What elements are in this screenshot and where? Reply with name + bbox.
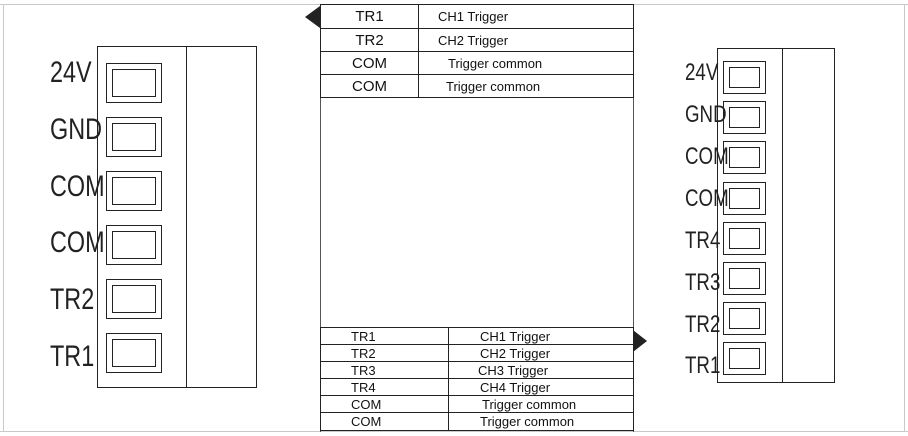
table-desc-cell: Trigger common — [448, 412, 634, 431]
table-row: TR2 CH2 Trigger — [320, 344, 634, 362]
table-desc-cell: Trigger common — [418, 51, 634, 75]
left-terminal-slot — [106, 117, 162, 157]
top-table-arrow-icon — [305, 6, 320, 28]
table-row: COM Trigger common — [320, 395, 634, 413]
right-terminal-slot — [723, 101, 766, 134]
table-row: TR3 CH3 Trigger — [320, 361, 634, 379]
right-pin-label: 24V — [685, 59, 719, 86]
table-row: TR1 CH1 Trigger — [320, 327, 634, 345]
table-pin-cell: TR2 — [320, 28, 419, 52]
left-terminal-slot — [106, 333, 162, 373]
left-pin-label: TR1 — [50, 340, 95, 373]
right-pin-label: GND — [685, 101, 727, 128]
table-desc-cell: CH1 Trigger — [448, 327, 634, 345]
bottom-table-arrow-icon — [633, 330, 647, 352]
left-terminal-slot — [106, 279, 162, 319]
table-pin-cell: COM — [320, 51, 419, 75]
table-row: TR2 CH2 Trigger — [320, 28, 634, 52]
right-pin-label: TR1 — [685, 352, 721, 379]
table-row: TR1 CH1 Trigger — [320, 4, 634, 29]
right-terminal-slot — [723, 302, 766, 335]
right-pin-label: COM — [685, 143, 729, 170]
right-terminal-slot — [723, 262, 766, 295]
right-pin-label: COM — [685, 185, 729, 212]
table-desc-cell: CH2 Trigger — [448, 344, 634, 362]
table-row: COM Trigger common — [320, 412, 634, 431]
right-terminal-slot — [723, 222, 766, 255]
frame-right-line — [904, 4, 905, 432]
table-row: COM Trigger common — [320, 74, 634, 98]
right-terminal-slot — [723, 61, 766, 94]
table-desc-cell: CH3 Trigger — [448, 361, 634, 379]
right-terminal-slot — [723, 141, 766, 174]
table-desc-cell: CH1 Trigger — [418, 4, 634, 29]
left-terminal-slot — [106, 63, 162, 103]
left-terminal-slot — [106, 171, 162, 211]
center-panel-left-edge — [320, 4, 321, 432]
left-pin-label: COM — [50, 226, 105, 259]
table-row: TR4 CH4 Trigger — [320, 378, 634, 396]
top-signal-table: TR1 CH1 Trigger TR2 CH2 Trigger COM Trig… — [320, 4, 634, 98]
table-pin-cell: TR1 — [320, 327, 449, 345]
table-desc-cell: Trigger common — [418, 74, 634, 98]
table-desc-cell: CH4 Trigger — [448, 378, 634, 396]
right-pin-label: TR4 — [685, 227, 721, 254]
table-pin-cell: COM — [320, 395, 449, 413]
left-connector-divider — [186, 47, 187, 387]
center-panel-right-edge — [633, 4, 634, 432]
table-pin-cell: TR4 — [320, 378, 449, 396]
left-pin-label: 24V — [50, 56, 92, 89]
right-terminal-slot — [723, 342, 766, 375]
right-pin-label: TR2 — [685, 311, 721, 338]
right-terminal-slot — [723, 182, 766, 215]
table-pin-cell: TR2 — [320, 344, 449, 362]
frame-left-line — [3, 4, 4, 432]
table-pin-cell: COM — [320, 412, 449, 431]
left-pin-label: COM — [50, 170, 105, 203]
table-row: COM Trigger common — [320, 51, 634, 75]
table-pin-cell: TR3 — [320, 361, 449, 379]
frame-bottom-line — [0, 431, 908, 432]
right-connector-divider — [782, 49, 783, 382]
left-pin-label: TR2 — [50, 283, 95, 316]
left-pin-label: GND — [50, 113, 103, 146]
left-connector-body — [97, 46, 257, 388]
table-desc-cell: Trigger common — [448, 395, 634, 413]
table-pin-cell: TR1 — [320, 4, 419, 29]
left-terminal-slot — [106, 225, 162, 265]
table-desc-cell: CH2 Trigger — [418, 28, 634, 52]
table-pin-cell: COM — [320, 74, 419, 98]
bottom-signal-table: TR1 CH1 Trigger TR2 CH2 Trigger TR3 CH3 … — [320, 327, 634, 431]
right-pin-label: TR3 — [685, 269, 721, 296]
